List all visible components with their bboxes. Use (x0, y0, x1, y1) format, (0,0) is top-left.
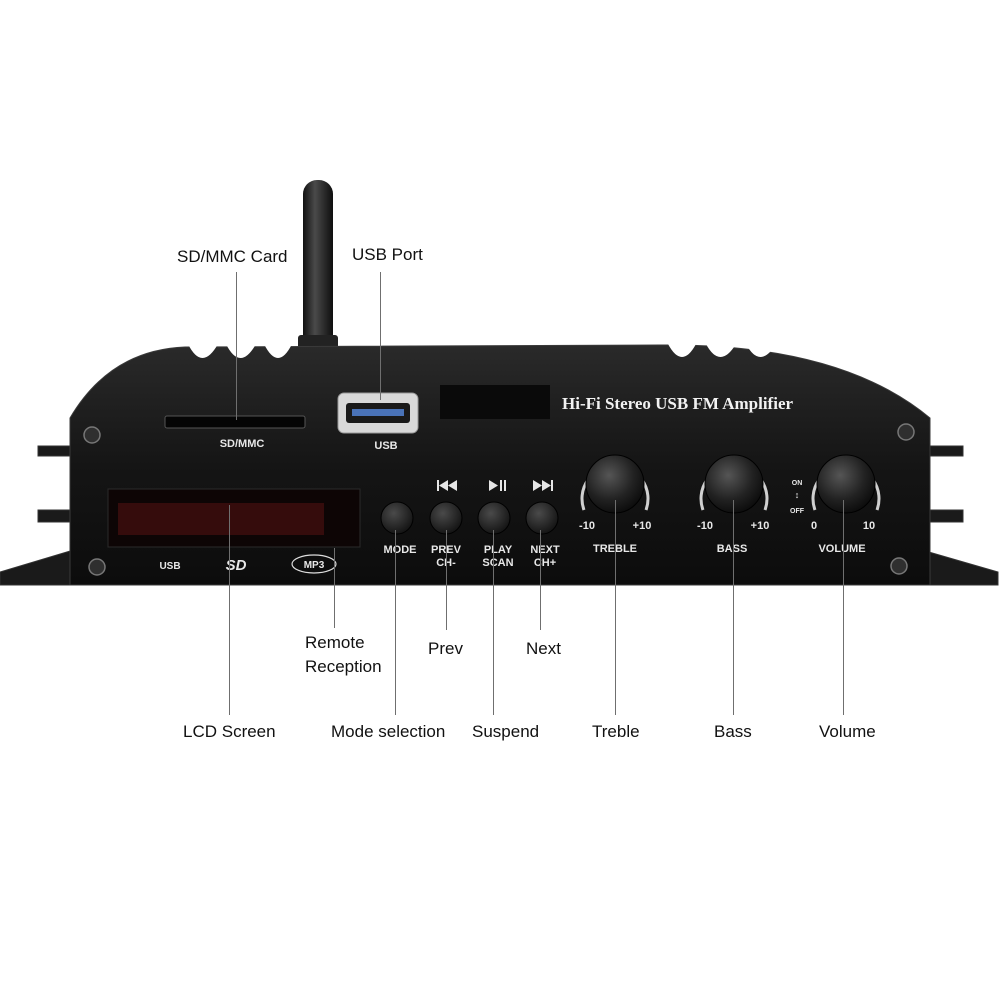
callout-sd-card: SD/MMC Card (177, 247, 288, 266)
callout-treble: Treble (592, 722, 640, 741)
callout-remote-line1: Remote (305, 633, 365, 652)
treble-max-label: +10 (633, 520, 652, 532)
callout-usb-port: USB Port (352, 245, 423, 264)
power-arrow-icon: ↕ (795, 490, 800, 500)
volume-knob[interactable] (811, 454, 881, 514)
volume-max-label: 10 (863, 520, 875, 532)
usb-port[interactable] (337, 392, 419, 434)
leader-volume (843, 500, 844, 715)
callout-suspend: Suspend (472, 722, 540, 741)
next-ch-label: CH+ (534, 557, 556, 569)
mp3-logo: MP3 (304, 560, 325, 571)
callout-prev: Prev (428, 639, 463, 658)
power-off-label: OFF (790, 508, 805, 515)
panel-usb-label: USB (374, 440, 397, 452)
treble-knob[interactable] (580, 454, 650, 514)
play-pause-icon (489, 480, 506, 491)
leader-mode (395, 530, 396, 715)
power-on-label: ON (792, 480, 803, 487)
bass-label: BASS (717, 543, 748, 555)
sd-logo: SD (226, 557, 247, 574)
sd-card-slot[interactable] (164, 415, 306, 429)
bass-min-label: -10 (697, 520, 713, 532)
leader-prev (446, 530, 447, 630)
next-label: NEXT (530, 544, 560, 556)
volume-min-label: 0 (811, 520, 817, 532)
leader-lcd (229, 505, 230, 715)
antenna (298, 180, 338, 353)
prev-track-icon (437, 480, 457, 491)
callout-mode: Mode selection (331, 722, 446, 741)
ir-receiver-window (440, 385, 550, 419)
treble-min-label: -10 (579, 520, 595, 532)
usb-logo: USB (159, 561, 180, 572)
callout-volume: Volume (819, 722, 876, 741)
callout-next: Next (526, 639, 561, 658)
lcd-screen (107, 488, 361, 548)
mode-button[interactable] (380, 501, 414, 535)
callout-bass: Bass (714, 722, 752, 741)
bass-knob[interactable] (699, 454, 769, 514)
leader-remote (334, 548, 335, 628)
bass-max-label: +10 (751, 520, 770, 532)
leader-treble (615, 500, 616, 715)
leader-sd-card (236, 272, 237, 420)
leader-bass (733, 500, 734, 715)
callout-lcd: LCD Screen (183, 722, 276, 741)
play-label: PLAY (484, 544, 513, 556)
next-button[interactable] (525, 501, 559, 535)
leader-suspend (493, 530, 494, 715)
top-vents (188, 344, 815, 358)
screws (83, 423, 915, 576)
scan-label: SCAN (482, 557, 513, 569)
volume-label: VOLUME (818, 543, 865, 555)
leader-usb-port (380, 272, 381, 400)
panel-sd-label: SD/MMC (220, 438, 265, 450)
mode-label: MODE (384, 544, 417, 556)
play-scan-button[interactable] (477, 501, 511, 535)
mp3-logo-ring (291, 554, 337, 574)
next-track-icon (533, 480, 553, 491)
brand-title: Hi-Fi Stereo USB FM Amplifier (562, 394, 793, 413)
callout-remote-line2: Reception (305, 657, 382, 676)
leader-next (540, 530, 541, 630)
